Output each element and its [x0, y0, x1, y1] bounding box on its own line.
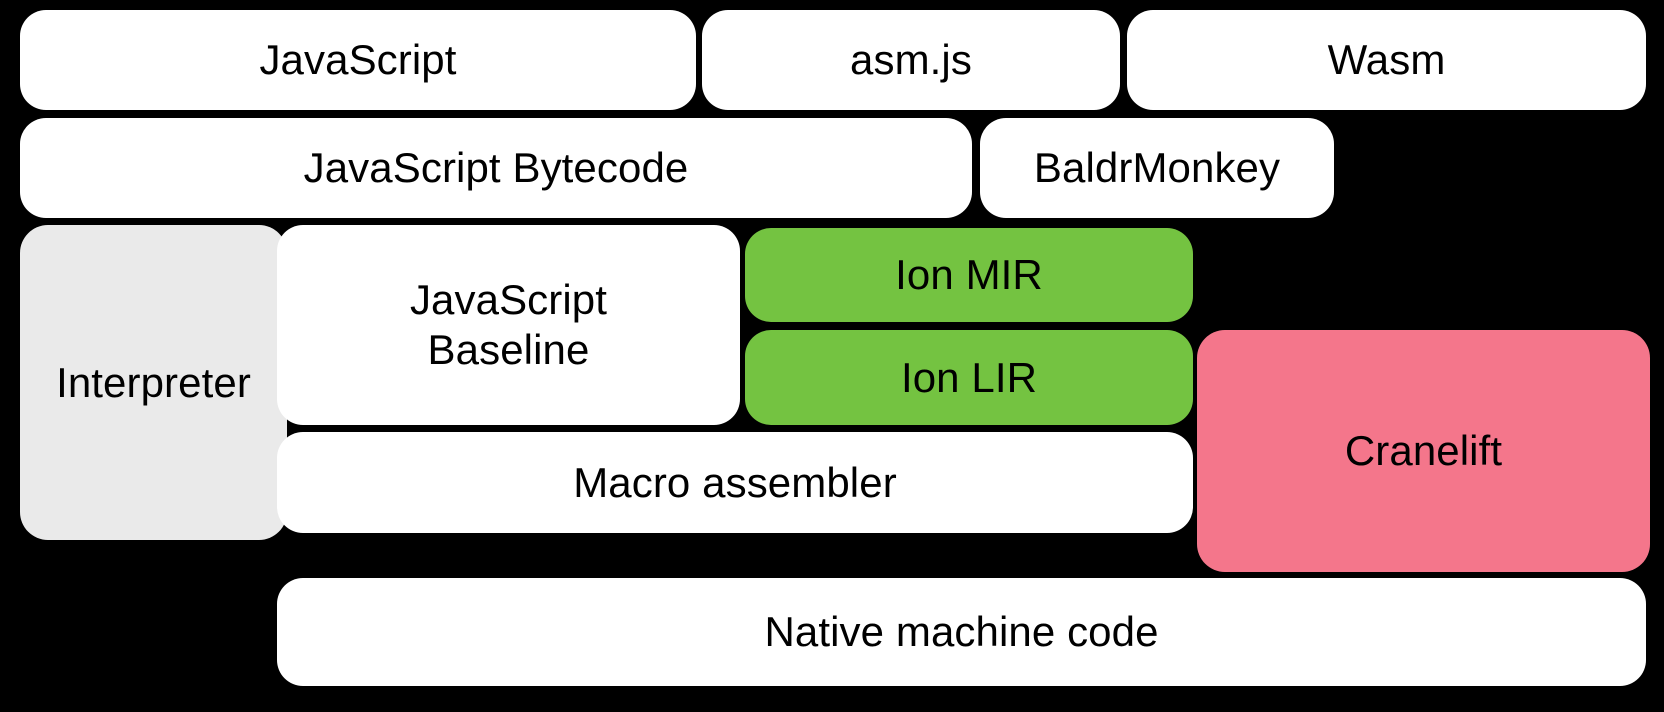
node-javascript-baseline[interactable]: JavaScript Baseline [277, 225, 740, 425]
node-macro-assembler[interactable]: Macro assembler [277, 432, 1193, 533]
node-cranelift[interactable]: Cranelift [1197, 330, 1650, 572]
node-interpreter[interactable]: Interpreter [20, 225, 287, 540]
node-javascript[interactable]: JavaScript [20, 10, 696, 110]
node-native-machine-code[interactable]: Native machine code [277, 578, 1646, 686]
node-baldrmonkey[interactable]: BaldrMonkey [980, 118, 1334, 218]
node-javascript-bytecode[interactable]: JavaScript Bytecode [20, 118, 972, 218]
node-ion-lir[interactable]: Ion LIR [745, 330, 1193, 425]
node-wasm[interactable]: Wasm [1127, 10, 1646, 110]
node-ion-mir[interactable]: Ion MIR [745, 228, 1193, 322]
node-asm-js[interactable]: asm.js [702, 10, 1120, 110]
